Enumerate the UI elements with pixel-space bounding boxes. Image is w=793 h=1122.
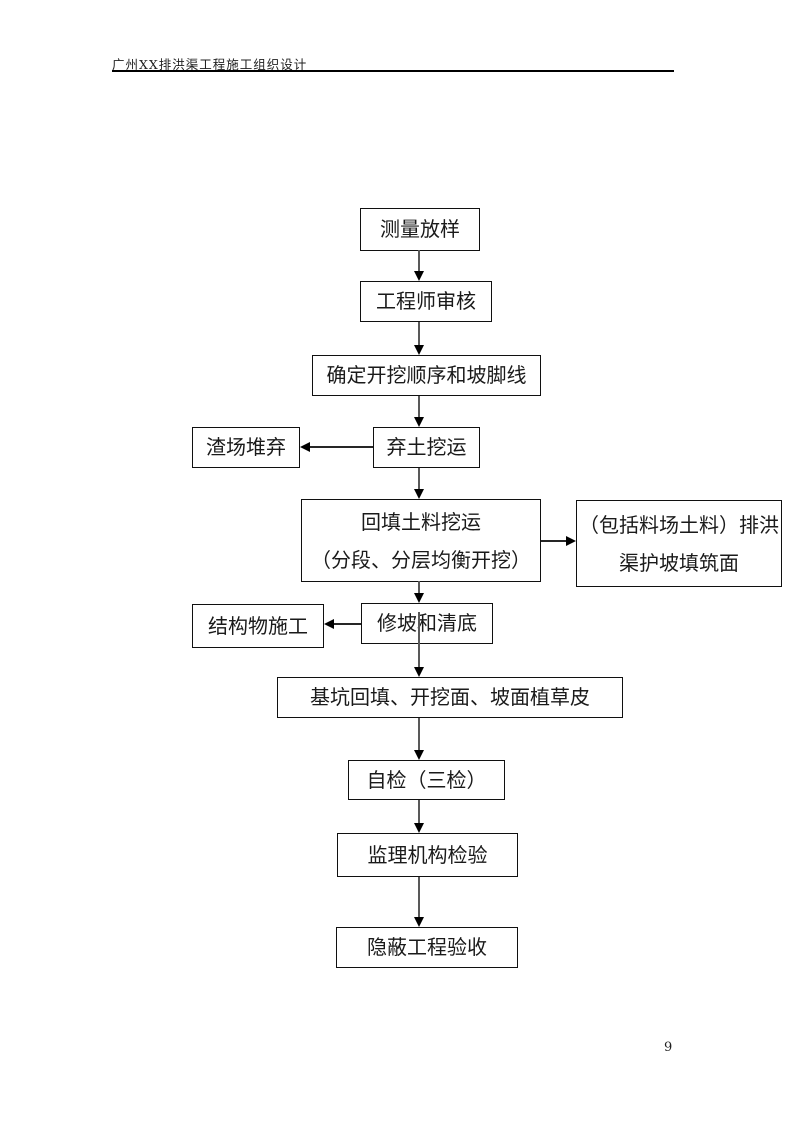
connector-slopetrim-to-structure xyxy=(334,623,361,625)
arrowhead-down-icon xyxy=(414,750,424,760)
flow-node-label-line1: （包括料场土料）排洪 xyxy=(579,512,779,537)
flow-node-structure-construction: 结构物施工 xyxy=(192,604,324,648)
flow-node-excavation-sequence: 确定开挖顺序和坡脚线 xyxy=(312,355,541,396)
arrowhead-left-icon xyxy=(324,619,334,629)
flow-node-label: 自检（三检） xyxy=(366,767,487,792)
connector-selfcheck-to-supervision xyxy=(418,800,420,824)
arrowhead-left-icon xyxy=(300,442,310,452)
arrowhead-down-icon xyxy=(414,271,424,281)
flow-node-slope-fill-face: （包括料场土料）排洪 渠护坡填筑面 xyxy=(576,500,782,587)
flow-node-slope-trim-clean: 修坡和清底 xyxy=(361,603,493,644)
arrowhead-down-icon xyxy=(414,917,424,927)
flow-node-spoil-excavation: 弃土挖运 xyxy=(373,427,480,468)
arrowhead-right-icon xyxy=(566,536,576,546)
connector-survey-to-review xyxy=(418,250,420,273)
connector-sequence-to-spoil xyxy=(418,396,420,419)
arrowhead-down-icon xyxy=(414,489,424,499)
connector-spoil-to-backfill xyxy=(418,468,420,491)
flow-node-spoil-yard-dump: 渣场堆弃 xyxy=(192,427,300,468)
flow-node-backfill-excavation: 回填土料挖运 （分段、分层均衡开挖） xyxy=(301,499,541,582)
flow-node-hidden-works-acceptance: 隐蔽工程验收 xyxy=(336,927,518,968)
flow-node-label-line2: （分段、分层均衡开挖） xyxy=(311,547,531,572)
flow-node-label: 渣场堆弃 xyxy=(206,435,286,459)
flow-node-label-line1: 回填土料挖运 xyxy=(361,509,481,534)
arrowhead-down-icon xyxy=(414,667,424,677)
flow-node-label: 修坡和清底 xyxy=(377,611,477,635)
arrowhead-down-icon xyxy=(414,417,424,427)
flow-node-label: 基坑回填、开挖面、坡面植草皮 xyxy=(310,685,590,709)
connector-review-to-sequence xyxy=(418,322,420,347)
flow-node-supervision-inspection: 监理机构检验 xyxy=(337,833,518,877)
flow-node-label: 监理机构检验 xyxy=(367,842,488,867)
flow-node-label: 结构物施工 xyxy=(208,613,308,638)
flow-node-label: 工程师审核 xyxy=(376,289,476,313)
flow-node-self-inspection: 自检（三检） xyxy=(348,760,505,800)
arrowhead-down-icon xyxy=(414,345,424,355)
connector-slopetrim-to-pit xyxy=(418,612,420,668)
flow-node-survey-layout: 测量放样 xyxy=(360,208,480,251)
arrowhead-down-icon xyxy=(414,593,424,603)
flow-node-label: 弃土挖运 xyxy=(386,435,467,459)
flow-node-label: 确定开挖顺序和坡脚线 xyxy=(326,363,527,387)
connector-pit-to-selfcheck xyxy=(418,718,420,751)
header-rule xyxy=(112,70,674,72)
connector-backfill-to-slopetrim xyxy=(418,581,420,595)
flow-node-label-line2: 渠护坡填筑面 xyxy=(619,550,739,575)
connector-backfill-to-fillface xyxy=(541,540,566,542)
page-number: 9 xyxy=(664,1040,673,1055)
flow-node-engineer-review: 工程师审核 xyxy=(360,281,492,322)
flow-node-pit-backfill-grass: 基坑回填、开挖面、坡面植草皮 xyxy=(277,677,623,718)
flow-node-label: 测量放样 xyxy=(380,217,460,241)
flow-node-label: 隐蔽工程验收 xyxy=(367,935,487,959)
document-header-title: 广州XX排洪渠工程施工组织设计 xyxy=(112,57,308,72)
connector-supervision-to-hiddenworks xyxy=(418,877,420,918)
connector-spoil-to-dump xyxy=(310,446,373,448)
arrowhead-down-icon xyxy=(414,823,424,833)
